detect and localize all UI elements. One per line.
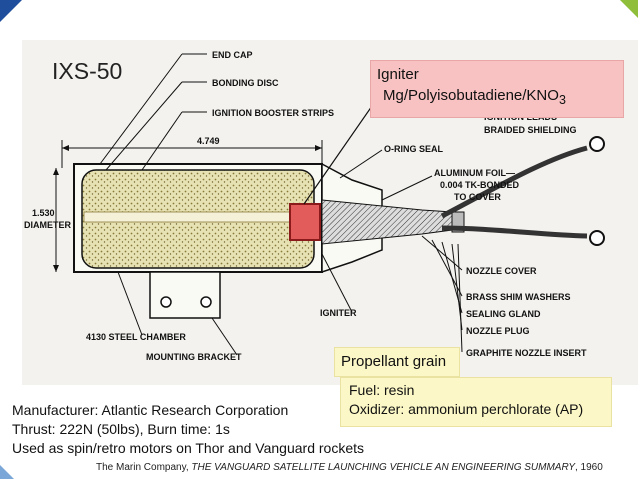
corner-accent-top-left xyxy=(0,0,22,22)
label-graphite-nozzle-insert: GRAPHITE NOZZLE INSERT xyxy=(466,348,587,358)
label-igniter: IGNITER xyxy=(320,308,357,318)
source-prefix: The Marin Company, xyxy=(96,462,192,473)
dimension-diameter-value: 1.530 xyxy=(32,208,55,218)
source-title: THE VANGUARD SATELLITE LAUNCHING VEHICLE… xyxy=(191,462,575,473)
label-steel-chamber: 4130 STEEL CHAMBER xyxy=(86,332,186,342)
propellant-callout: Propellant grain xyxy=(334,347,460,377)
fuel-line: Fuel: resin xyxy=(349,382,415,398)
igniter-callout: Igniter Mg/Polyisobutadiene/KNO3 xyxy=(370,60,624,118)
mounting-bracket-shape xyxy=(149,271,221,319)
label-end-cap: END CAP xyxy=(212,50,253,60)
corner-accent-top-right xyxy=(620,0,638,18)
label-aluminum-foil-1: ALUMINUM FOIL— xyxy=(434,168,515,178)
dimension-diameter-word: DIAMETER xyxy=(24,220,72,230)
igniter-callout-formula: Mg/Polyisobutadiene/KNO3 xyxy=(383,87,566,107)
igniter-callout-title: Igniter xyxy=(377,66,419,83)
igniter-highlight xyxy=(289,203,321,241)
igniter-formula-text: Mg/Polyisobutadiene/KNO xyxy=(383,87,559,104)
info-usage: Used as spin/retro motors on Thor and Va… xyxy=(12,440,364,456)
label-nozzle-cover: NOZZLE COVER xyxy=(466,266,537,276)
label-mounting-bracket: MOUNTING BRACKET xyxy=(146,352,242,362)
motor-cutaway-drawing: 4.749 1.530 DIAMETER xyxy=(24,50,605,362)
igniter-formula-subscript: 3 xyxy=(558,93,566,107)
oxidizer-line: Oxidizer: ammonium perchlorate (AP) xyxy=(349,401,584,417)
dimension-length: 4.749 xyxy=(197,136,220,146)
propellant-details: Fuel: resin Oxidizer: ammonium perchlora… xyxy=(340,377,612,427)
info-thrust: Thrust: 222N (50lbs), Burn time: 1s xyxy=(12,421,230,437)
propellant-callout-text: Propellant grain xyxy=(341,353,447,370)
slide-title: IXS-50 xyxy=(52,58,123,84)
label-brass-shim-washers: BRASS SHIM WASHERS xyxy=(466,292,571,302)
label-nozzle-plug: NOZZLE PLUG xyxy=(466,326,530,336)
label-aluminum-foil-2: 0.004 TK-BONDED xyxy=(440,180,520,190)
label-ignition-booster-strips: IGNITION BOOSTER STRIPS xyxy=(212,108,334,118)
source-citation: The Marin Company, THE VANGUARD SATELLIT… xyxy=(96,462,603,473)
label-sealing-gland: SEALING GLAND xyxy=(466,309,541,319)
label-bonding-disc: BONDING DISC xyxy=(212,78,279,88)
label-braided-shielding: BRAIDED SHIELDING xyxy=(484,125,577,135)
corner-accent-bottom-left xyxy=(0,465,14,479)
label-aluminum-foil-3: TO COVER xyxy=(454,192,501,202)
source-suffix: , 1960 xyxy=(575,462,603,473)
label-o-ring-seal: O-RING SEAL xyxy=(384,144,444,154)
info-manufacturer: Manufacturer: Atlantic Research Corporat… xyxy=(12,402,289,418)
